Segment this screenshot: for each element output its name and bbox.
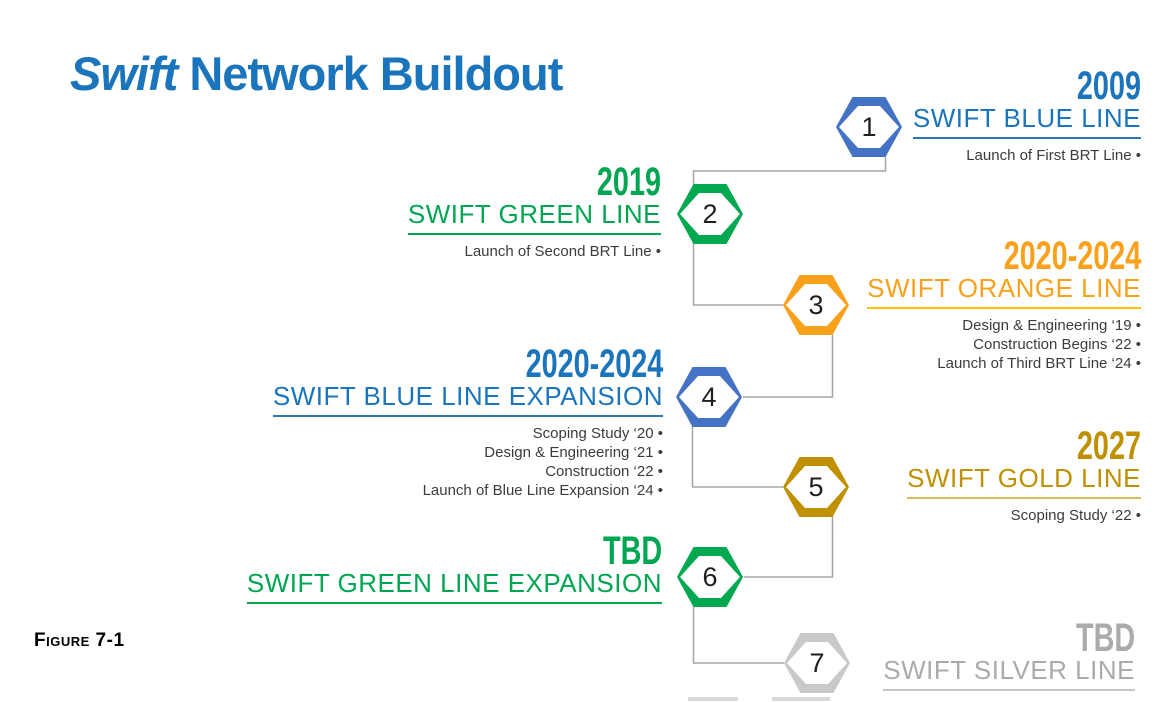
milestone-year: 2009 [1076, 64, 1141, 108]
milestone-details: Launch of First BRT Line • [913, 146, 1141, 165]
timeline-node-5: 5 [783, 457, 849, 517]
milestone-number: 4 [701, 382, 717, 412]
milestone-year: 2020-2024 [525, 342, 663, 386]
milestone-number: 1 [861, 112, 877, 142]
figure-label: Figure 7-1 [34, 630, 125, 651]
timeline-node-6: 6 [677, 547, 743, 607]
milestone-year: 2020-2024 [1003, 234, 1141, 278]
cutoff-shape [688, 697, 738, 701]
hexagon-icon [836, 97, 902, 157]
timeline-node-1: 1 [836, 97, 902, 157]
milestone-number: 7 [809, 648, 825, 678]
connector-4-5 [691, 426, 783, 488]
milestone-entry-3: 2020-2024 SWIFT ORANGE LINE Design & Eng… [867, 234, 1141, 373]
connector-3-4 [743, 334, 834, 398]
timeline-node-7: 7 [784, 633, 850, 693]
timeline-node-4: 4 [676, 367, 742, 427]
milestone-name: SWIFT SILVER LINE [883, 656, 1135, 692]
milestone-name: SWIFT GOLD LINE [907, 464, 1141, 500]
milestone-detail: Launch of Third BRT Line ‘24 • [937, 355, 1141, 373]
milestone-year: TBD [1075, 616, 1135, 660]
hexagon-icon [784, 633, 850, 693]
milestone-details: Launch of Second BRT Line • [408, 242, 661, 261]
milestone-name: SWIFT BLUE LINE [912, 104, 1141, 140]
milestone-detail: Construction Begins ‘22 • [973, 336, 1141, 354]
milestone-details: Scoping Study ‘20 • Design & Engineering… [273, 424, 663, 500]
hexagon-icon [677, 547, 743, 607]
timeline-node-2: 2 [677, 184, 743, 244]
milestone-detail: Design & Engineering ‘19 • [962, 317, 1141, 335]
hexagon-icon [783, 457, 849, 517]
milestone-detail: Launch of First BRT Line • [966, 147, 1141, 165]
milestone-entry-1: 2009 SWIFT BLUE LINE Launch of First BRT… [912, 64, 1141, 165]
cutoff-shape [772, 697, 830, 701]
milestone-entry-7: TBD SWIFT SILVER LINE [883, 616, 1135, 692]
milestone-number: 6 [702, 562, 718, 592]
milestone-entry-5: 2027 SWIFT GOLD LINE Scoping Study ‘22 • [907, 424, 1141, 525]
connector-6-7 [692, 606, 784, 664]
connector-2-3 [692, 243, 783, 306]
hexagon-icon [676, 367, 742, 427]
milestone-entry-6: TBD SWIFT GREEN LINE EXPANSION [246, 529, 662, 605]
milestone-detail: Construction ‘22 • [545, 463, 663, 481]
milestone-number: 5 [808, 472, 824, 502]
milestone-year: 2027 [1076, 424, 1141, 468]
title-rest: Network Buildout [177, 47, 563, 100]
milestone-year: 2019 [596, 160, 661, 204]
milestone-details: Scoping Study ‘22 • [907, 506, 1141, 525]
milestone-name: SWIFT GREEN LINE [407, 200, 661, 236]
milestone-name: SWIFT GREEN LINE EXPANSION [246, 569, 662, 605]
connector-5-6 [744, 516, 834, 578]
milestone-details: Design & Engineering ‘19 • Construction … [867, 316, 1141, 373]
milestone-detail: Scoping Study ‘22 • [1010, 507, 1141, 525]
milestone-year: TBD [602, 529, 662, 573]
milestone-detail: Launch of Blue Line Expansion ‘24 • [422, 482, 663, 500]
timeline-node-3: 3 [783, 275, 849, 335]
connector-1-2 [692, 157, 887, 186]
page-title: Swift Network Buildout [70, 47, 563, 100]
milestone-number: 2 [702, 199, 718, 229]
milestone-detail: Launch of Second BRT Line • [464, 243, 661, 261]
milestone-name: SWIFT BLUE LINE EXPANSION [272, 382, 663, 418]
hexagon-icon [677, 184, 743, 244]
milestone-number: 3 [808, 290, 824, 320]
milestone-entry-4: 2020-2024 SWIFT BLUE LINE EXPANSION Scop… [272, 342, 663, 500]
title-brand: Swift [70, 47, 178, 100]
milestone-name: SWIFT ORANGE LINE [867, 274, 1141, 310]
hexagon-icon [783, 275, 849, 335]
milestone-detail: Design & Engineering ‘21 • [484, 444, 663, 462]
milestone-detail: Scoping Study ‘20 • [532, 425, 663, 443]
milestone-entry-2: 2019 SWIFT GREEN LINE Launch of Second B… [407, 160, 661, 261]
